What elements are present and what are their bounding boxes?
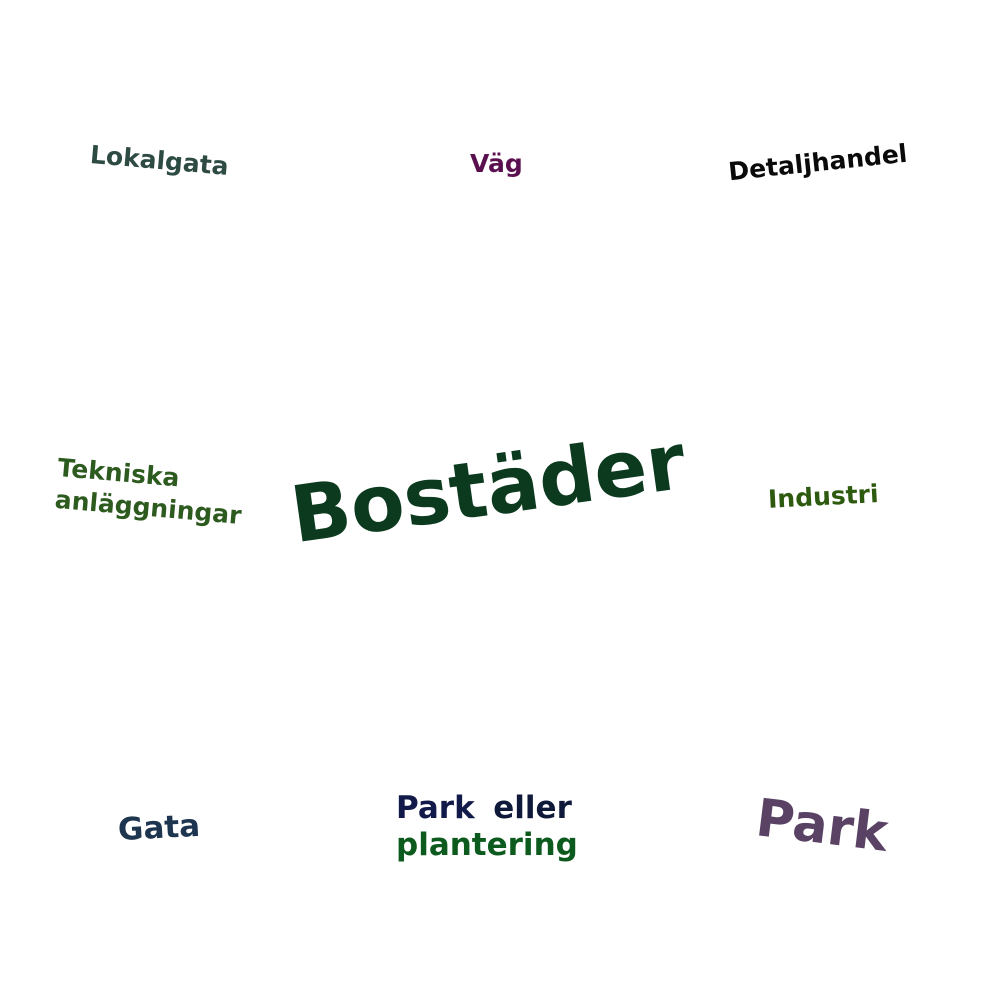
word-tekniska-line2: anläggningar <box>53 484 243 531</box>
word-gata: Gata <box>117 807 201 849</box>
word-park-eller-plantering: Park eller plantering <box>396 790 578 864</box>
word-park-eller-eller: eller <box>493 790 572 826</box>
word-bostader: Bostäder <box>285 416 691 562</box>
word-vag: Väg <box>470 149 523 178</box>
word-park: Park <box>752 788 892 864</box>
word-industri: Industri <box>767 479 880 514</box>
word-park-eller-park: Park <box>396 790 475 826</box>
word-tekniska-anlaggningar: Tekniska anläggningar <box>54 452 246 532</box>
word-park-eller-line1: Park eller <box>396 790 572 827</box>
word-lokalgata: Lokalgata <box>89 140 230 181</box>
word-detaljhandel: Detaljhandel <box>726 138 909 187</box>
word-park-eller-plantering-line2: plantering <box>396 827 578 864</box>
